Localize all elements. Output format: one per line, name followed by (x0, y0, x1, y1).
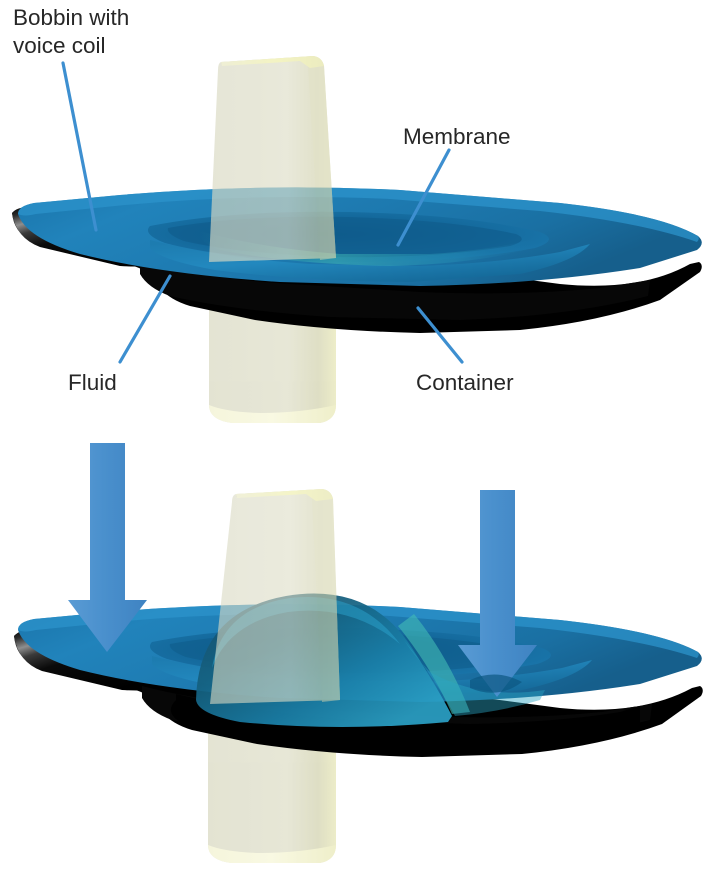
fluid-body-relaxed (140, 262, 650, 320)
membrane-dimple-right (470, 674, 522, 693)
bobbin-upper-body (209, 56, 336, 262)
bobbin-right-facet (221, 56, 336, 260)
leader-line-bobbin (61, 61, 98, 232)
label-bobbin-line2: voice coil (13, 33, 106, 58)
label-bobbin-line1: Bobbin with (13, 5, 129, 30)
bobbin-bottom-cap (209, 405, 336, 423)
assembly-actuated-state (14, 443, 703, 863)
leader-line-container (416, 306, 464, 364)
membrane-rim-highlight (18, 187, 699, 242)
label-fluid: Fluid (68, 370, 117, 395)
dome-teal-edge (398, 614, 470, 714)
bobbin-bottom-cap-actuated (208, 845, 336, 863)
force-arrow-right (458, 490, 537, 697)
leader-line-membrane (396, 148, 451, 247)
leader-line-fluid (118, 274, 172, 364)
label-container: Container (416, 370, 514, 395)
force-arrow-left (68, 443, 147, 652)
label-membrane: Membrane (403, 124, 511, 149)
bobbin-upper-body-actuated (210, 489, 340, 704)
bobbin-shaft-upper-actuated (210, 489, 340, 704)
bobbin-top-cap (221, 56, 324, 68)
bobbin-right-facet-actuated (236, 489, 340, 702)
dome-teal-spill (404, 640, 545, 716)
bobbin-shaft-upper-relaxed (209, 56, 336, 262)
membrane-skirt-fold (150, 240, 590, 282)
bobbin-top-cap-actuated (236, 489, 333, 501)
assembly-relaxed-state: Bobbin with voice coil Membrane Fluid Co… (12, 5, 702, 423)
membrane-rim-highlight-actuated (18, 604, 699, 658)
